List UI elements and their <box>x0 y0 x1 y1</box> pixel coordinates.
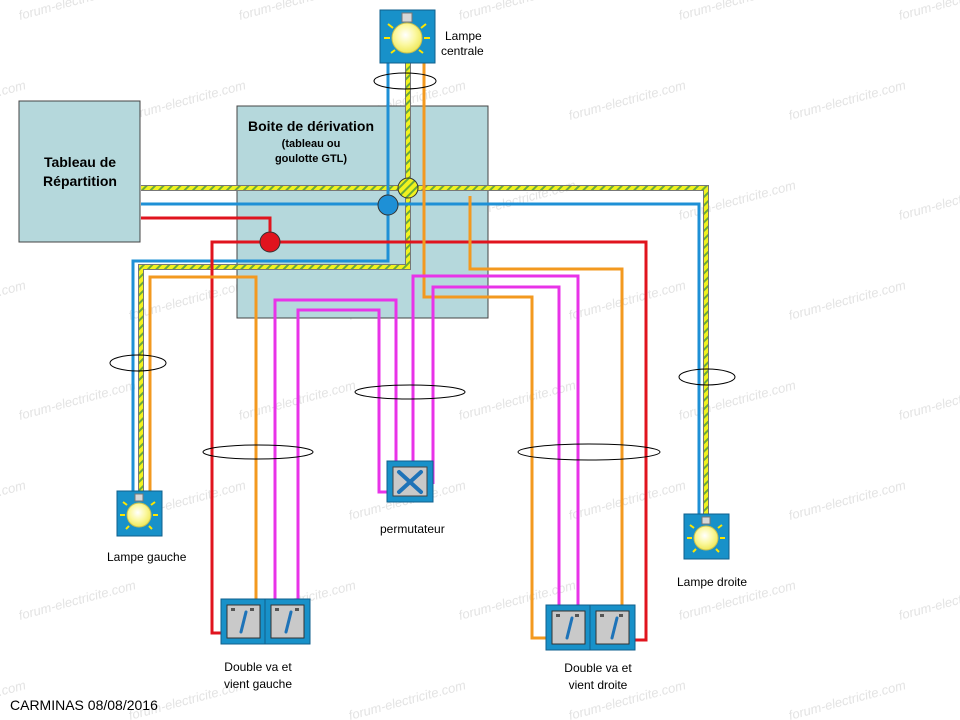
return-wire-left <box>148 275 258 610</box>
label-double-droite-line2: vient droite <box>569 678 628 692</box>
toggle-icon-droite <box>565 616 619 640</box>
cross-icon <box>397 470 423 494</box>
label-double-gauche-line2: vient gauche <box>224 677 292 691</box>
watermark-text: forum-electricite.com <box>0 477 27 523</box>
return-wires <box>148 60 624 640</box>
return-wire-centre <box>422 60 548 640</box>
double-switch-droite <box>545 604 636 651</box>
watermark-text: forum-electricite.com <box>127 77 248 123</box>
bulb-icon-droite <box>693 525 719 551</box>
watermark-text: forum-electricite.com <box>0 277 27 323</box>
watermark-text: forum-electricite.com <box>677 177 798 223</box>
watermark-text: forum-electricite.com <box>237 0 358 23</box>
watermark-text: forum-electricite.com <box>897 577 960 623</box>
toggle-icon-gauche <box>239 610 293 634</box>
traveller-wire-right-b <box>431 285 561 617</box>
cable-sheath-left <box>109 354 167 372</box>
double-switch-gauche <box>220 598 311 645</box>
watermark-text: forum-electricite.com <box>347 677 468 720</box>
boite-subtitle-line2: goulotte GTL) <box>275 153 347 165</box>
watermark-text: forum-electricite.com <box>567 477 688 523</box>
phase-wire-right-switch <box>270 240 648 642</box>
labels: Lampe centrale Lampe gauche Lampe droite… <box>10 29 747 713</box>
watermark-text: forum-electricite.com <box>787 477 908 523</box>
tableau-title-line1: Tableau de <box>44 154 116 170</box>
lamp-gauche <box>116 490 163 537</box>
phase-connector <box>259 231 281 253</box>
label-permutateur: permutateur <box>380 522 445 536</box>
boite-subtitle-line1: (tableau ou <box>282 138 341 150</box>
earth-wires <box>138 60 709 517</box>
label-lampe-droite: Lampe droite <box>677 575 747 589</box>
cable-sheath-permutateur <box>354 384 466 400</box>
tableau-title-line2: Répartition <box>43 173 117 189</box>
earth-wire-right <box>141 186 708 517</box>
earth-wire-left <box>139 188 410 497</box>
watermark-text: forum-electricite.com <box>17 0 138 23</box>
watermark-text: forum-electricite.com <box>567 77 688 123</box>
neutral-wire-right <box>141 202 701 520</box>
bulb-icon-gauche <box>126 502 152 528</box>
watermark-text: forum-electricite.com <box>787 77 908 123</box>
bulb-icon-centrale <box>391 22 423 54</box>
watermark-text: forum-electricite.com <box>457 0 578 23</box>
label-double-droite-line1: Double va et <box>564 661 632 675</box>
traveller-wire-left-a <box>273 298 398 613</box>
cable-sheaths <box>109 72 736 461</box>
label-double-gauche-line1: Double va et <box>224 660 292 674</box>
lamp-droite <box>683 513 730 560</box>
watermark-text: forum-electricite.com <box>567 277 688 323</box>
return-wire-right <box>468 196 624 618</box>
cable-sheath-centre <box>373 72 437 90</box>
credit-label: CARMINAS 08/08/2016 <box>10 697 158 713</box>
neutral-wire-left <box>131 204 390 497</box>
watermark-text: forum-electricite.com <box>897 377 960 423</box>
watermark-text: forum-electricite.com <box>897 0 960 23</box>
watermark-text: forum-electricite.com <box>17 377 138 423</box>
connectors <box>259 177 419 253</box>
watermark-text: forum-electricite.com <box>17 577 138 623</box>
watermark-text: forum-electricite.com <box>677 0 798 23</box>
tableau-repartition: Tableau de Répartition <box>18 100 141 243</box>
label-lampe-centrale-line2: centrale <box>441 44 484 58</box>
boite-title: Boite de dérivation <box>248 118 374 134</box>
watermark-text: forum-electricite.com <box>787 277 908 323</box>
earth-connector <box>397 177 419 199</box>
label-lampe-centrale-line1: Lampe <box>445 29 482 43</box>
cable-sheath-right <box>678 368 736 386</box>
neutral-connector <box>377 194 399 216</box>
boite-derivation: Boite de dérivation (tableau ou goulotte… <box>236 105 489 319</box>
traveller-wire-right-a <box>411 274 580 617</box>
watermark-text: forum-electricite.com <box>127 277 248 323</box>
watermark-text: forum-electricite.com <box>897 177 960 223</box>
watermark-text: forum-electricite.com <box>787 677 908 720</box>
lamp-centrale <box>379 9 436 64</box>
cable-sheath-left-switch <box>202 444 314 460</box>
cable-sheath-right-switch <box>517 443 661 461</box>
neutral-wires <box>131 60 701 520</box>
permutateur-switch <box>386 460 434 503</box>
label-lampe-gauche: Lampe gauche <box>107 550 187 564</box>
